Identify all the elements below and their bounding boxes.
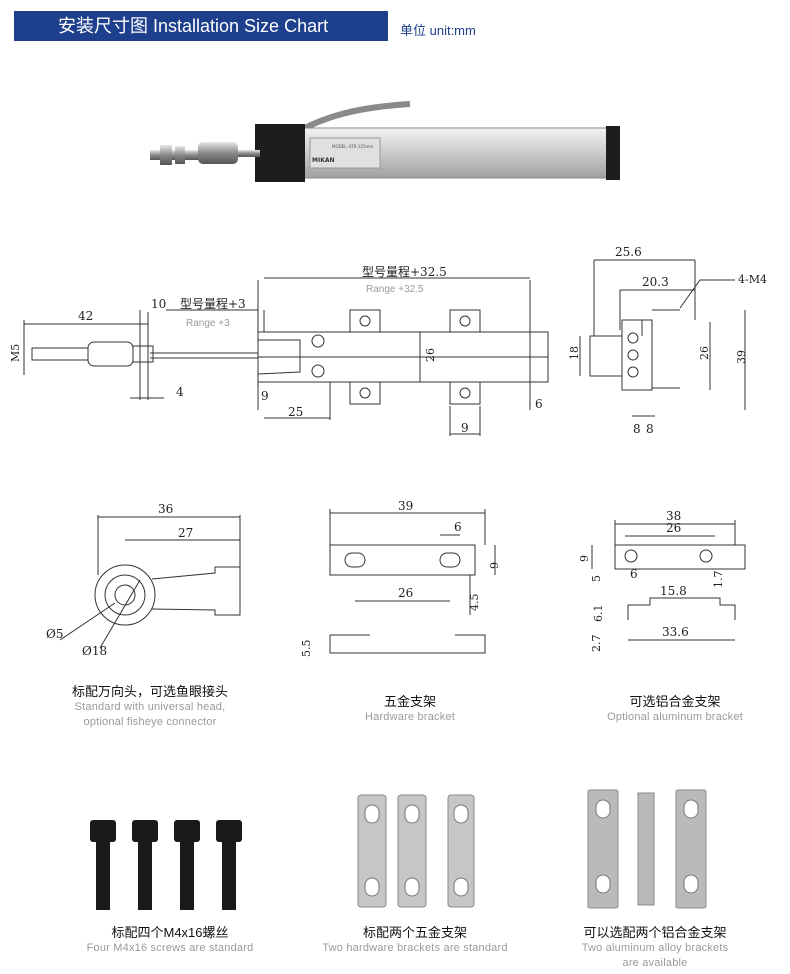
stroke-en: Range +3 xyxy=(186,318,230,329)
al-dim-1-7: 1.7 xyxy=(712,571,725,589)
side-dim-25-6: 25.6 xyxy=(615,245,642,259)
side-dim-8a: 8 xyxy=(633,422,641,436)
dim-26: 26 xyxy=(424,348,437,362)
caption-two-hardware-en: Two hardware brackets are standard xyxy=(322,942,508,954)
side-dim-39: 39 xyxy=(735,350,748,364)
side-dim-18: 18 xyxy=(568,346,581,360)
side-view-drawing: 25.6 20.3 4-M4 18 26 39 8 8 xyxy=(568,245,767,436)
caption-rod-end-en2: optional fisheye connector xyxy=(83,716,217,728)
side-dim-4-m4: 4-M4 xyxy=(738,273,767,286)
dim-10: 10 xyxy=(151,297,166,311)
label-brand: MIKAN xyxy=(312,157,335,164)
rod-end-drawing: 36 27 Ø5 Ø18 xyxy=(46,502,241,658)
caption-hardware-en: Hardware bracket xyxy=(364,711,455,723)
caption-screws-en: Four M4x16 screws are standard xyxy=(86,942,254,954)
caption-rod-end: 标配万向头，可选鱼眼接头 Standard with universal hea… xyxy=(40,681,260,730)
al-dim-15-8: 15.8 xyxy=(660,584,687,598)
caption-aluminum: 可选铝合金支架 Optional aluminum bracket xyxy=(570,691,780,725)
caption-screws-zh: 标配四个M4x16螺丝 xyxy=(111,925,229,940)
caption-rod-end-en1: Standard with universal head, xyxy=(74,701,226,713)
caption-aluminum-zh: 可选铝合金支架 xyxy=(629,694,721,709)
caption-hardware: 五金支架 Hardware bracket xyxy=(310,691,510,725)
product-photo: MIKAN MODEL: KTR-125mm xyxy=(150,101,620,182)
unit-label: 单位 unit:mm xyxy=(400,23,476,38)
hw-dim-39: 39 xyxy=(398,499,413,513)
caption-screws: 标配四个M4x16螺丝 Four M4x16 screws are standa… xyxy=(70,922,270,956)
dim-42: 42 xyxy=(78,309,93,323)
end-cap-right xyxy=(606,126,620,180)
al-dim-5: 5 xyxy=(590,575,603,582)
label-plate xyxy=(309,137,381,169)
dim-6: 6 xyxy=(535,397,543,411)
al-dim-6: 6 xyxy=(630,567,638,581)
hw-dim-26: 26 xyxy=(398,586,413,600)
hw-dim-6: 6 xyxy=(454,520,462,534)
caption-two-aluminum-en1: Two aluminum alloy brackets xyxy=(581,942,729,954)
rod-dim-5: Ø5 xyxy=(46,627,63,641)
al-dim-33-6: 33.6 xyxy=(662,625,689,639)
caption-two-hardware: 标配两个五金支架 Two hardware brackets are stand… xyxy=(305,922,525,956)
dim-25: 25 xyxy=(288,405,303,419)
hardware-brackets-photo xyxy=(357,794,475,908)
side-dim-26: 26 xyxy=(698,346,711,360)
caption-rod-end-zh: 标配万向头，可选鱼眼接头 xyxy=(71,684,228,699)
hardware-bracket-drawing: 39 6 9 26 4.5 5.5 xyxy=(300,499,501,658)
al-dim-38: 38 xyxy=(666,509,681,523)
rod-dim-36: 36 xyxy=(158,502,173,516)
caption-two-aluminum-zh: 可以选配两个铝合金支架 xyxy=(583,925,727,940)
dim-9a: 9 xyxy=(261,389,269,403)
rod-dim-27: 27 xyxy=(178,526,193,540)
caption-two-aluminum-en2: are available xyxy=(622,957,688,969)
main-drawing: 42 10 M5 4 型号量程+3 Range +3 型号量程+32.5 Ran… xyxy=(9,264,549,436)
caption-hardware-zh: 五金支架 xyxy=(383,694,436,709)
al-dim-2-7: 2.7 xyxy=(590,635,603,653)
side-dim-8b: 8 xyxy=(646,422,654,436)
range-zh: 型号量程+32.5 xyxy=(362,264,447,279)
al-dim-9: 9 xyxy=(578,555,591,562)
side-dim-20-3: 20.3 xyxy=(642,275,669,289)
al-dim-26: 26 xyxy=(666,521,681,535)
aluminum-bracket-drawing: 38 26 9 5 6 1.7 15.8 6.1 33.6 2.7 xyxy=(578,509,746,653)
dim-4: 4 xyxy=(176,385,184,399)
dim-9b: 9 xyxy=(461,421,469,435)
rod-dim-18: Ø18 xyxy=(82,644,107,658)
header-title: 安装尺寸图 Installation Size Chart xyxy=(58,16,329,36)
header-banner: 安装尺寸图 Installation Size Chart xyxy=(14,11,388,41)
caption-two-hardware-zh: 标配两个五金支架 xyxy=(362,925,467,940)
hw-dim-9: 9 xyxy=(488,562,501,569)
caption-aluminum-en: Optional aluminum bracket xyxy=(607,711,743,723)
stroke-zh: 型号量程+3 xyxy=(180,296,246,311)
al-dim-6-1: 6.1 xyxy=(592,605,605,623)
cable xyxy=(303,101,411,131)
hw-dim-5-5: 5.5 xyxy=(300,640,313,658)
end-cap-left xyxy=(255,124,305,182)
caption-two-aluminum: 可以选配两个铝合金支架 Two aluminum alloy brackets … xyxy=(555,922,755,971)
label-model: MODEL: KTR-125mm xyxy=(332,144,373,149)
range-en: Range +32.5 xyxy=(366,284,424,295)
aluminum-brackets-photo xyxy=(587,789,707,909)
screws-photo xyxy=(90,820,242,910)
dim-m5: M5 xyxy=(9,344,22,362)
hw-dim-4-5: 4.5 xyxy=(468,594,481,612)
